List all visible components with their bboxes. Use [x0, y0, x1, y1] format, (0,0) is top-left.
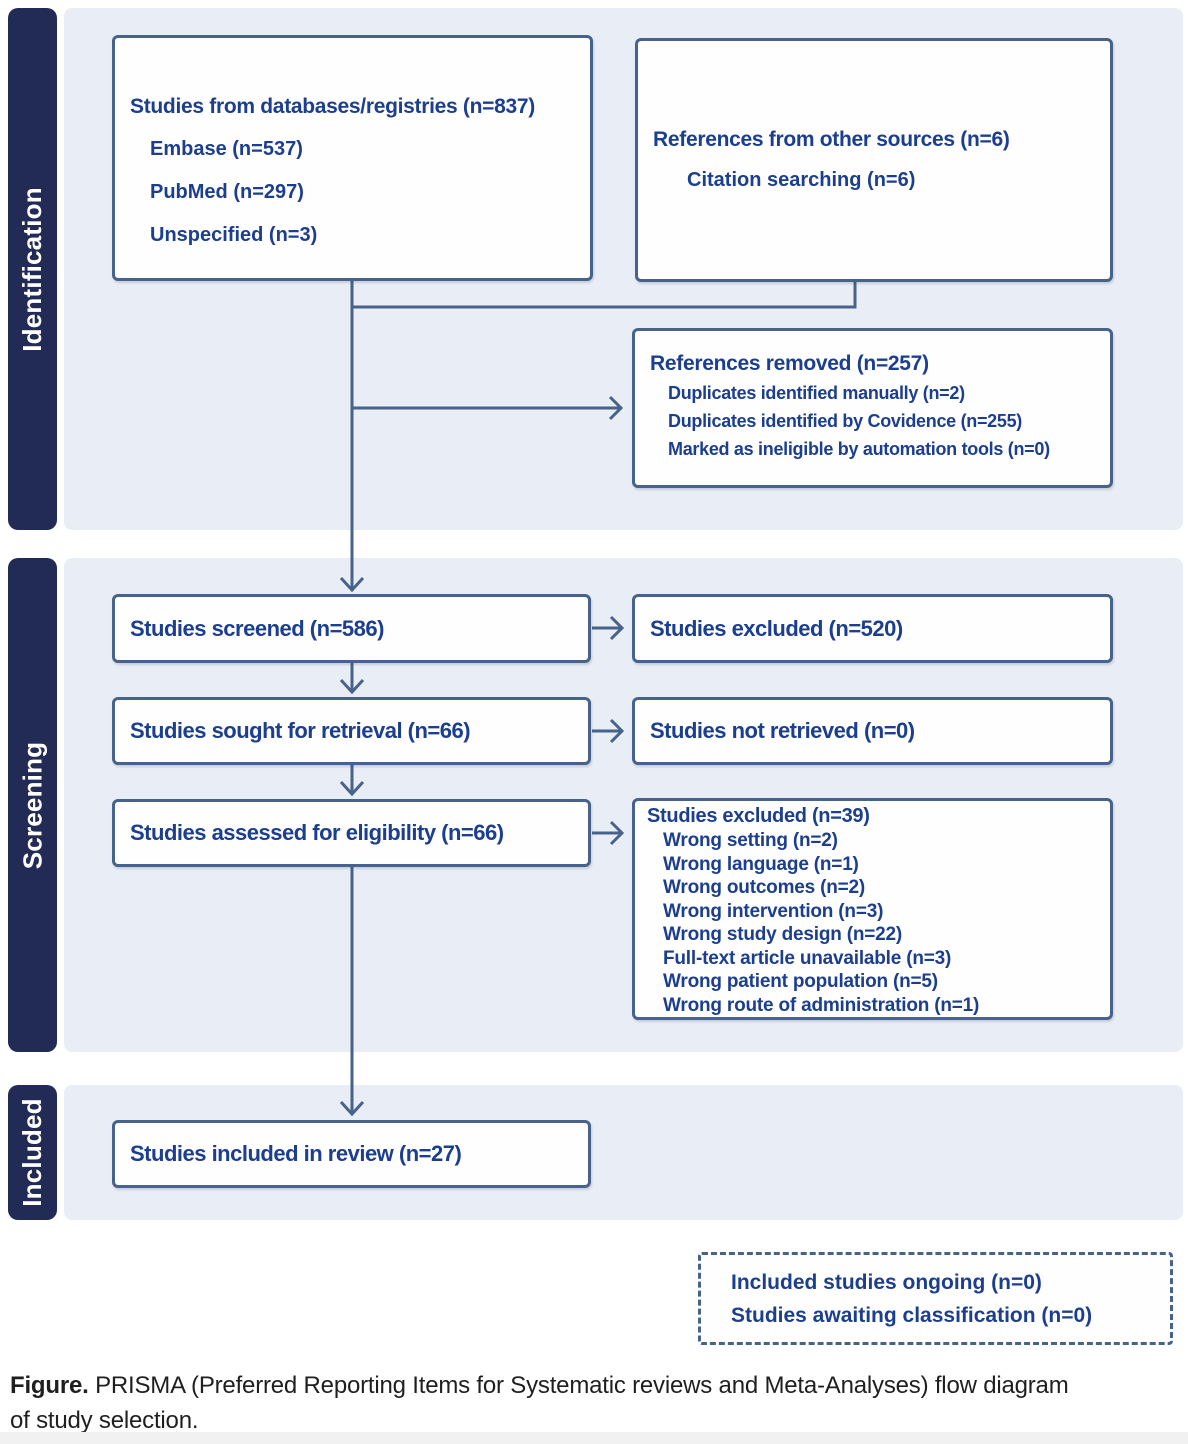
box-item: Full-text article unavailable (n=3) [663, 947, 952, 969]
caption-prefix: Figure. [10, 1372, 89, 1399]
sidebar-screening: Screening [8, 558, 57, 1052]
included-label: Included [17, 1098, 47, 1207]
box-item: Wrong outcomes (n=2) [663, 877, 866, 898]
box-title: References from other sources (n=6) [653, 128, 1010, 151]
caption-text: PRISMA (Preferred Reporting Items for Sy… [88, 1372, 1069, 1399]
awaiting-line: Studies awaiting classification (n=0) [731, 1303, 1093, 1327]
box-item: Wrong setting (n=2) [663, 830, 838, 851]
ongoing-line: Included studies ongoing (n=0) [731, 1270, 1042, 1294]
box-title: Studies from databases/registries (n=837… [130, 95, 535, 118]
box-title: Studies assessed for eligibility (n=66) [130, 820, 504, 845]
box-item: Wrong route of administration (n=1) [663, 994, 980, 1016]
box-item: Embase (n=537) [150, 138, 303, 160]
screening-label: Screening [17, 741, 48, 869]
box-item: Wrong intervention (n=3) [663, 900, 884, 922]
box-item: Wrong language (n=1) [663, 853, 859, 875]
box-studies-assessed-eligibility: Studies assessed for eligibility (n=66) [112, 799, 591, 867]
box-title: Studies excluded (n=520) [650, 615, 903, 641]
box-studies-included-review: Studies included in review (n=27) [112, 1120, 591, 1188]
figure-caption: Figure. PRISMA (Preferred Reporting Item… [10, 1368, 1186, 1438]
box-studies-sought-retrieval: Studies sought for retrieval (n=66) [112, 697, 591, 765]
box-title: Studies sought for retrieval (n=66) [130, 718, 471, 743]
box-item: Citation searching (n=6) [687, 169, 916, 191]
box-title: Studies screened (n=586) [130, 615, 384, 641]
box-item: Wrong patient population (n=5) [663, 971, 938, 992]
box-studies-screened: Studies screened (n=586) [112, 594, 591, 663]
caption-line-2: of study selection. [10, 1407, 199, 1434]
box-studies-not-retrieved: Studies not retrieved (n=0) [632, 697, 1113, 765]
box-studies-from-databases: Studies from databases/registries (n=837… [112, 35, 593, 281]
box-item: Wrong study design (n=22) [663, 924, 903, 945]
box-studies-excluded-39: Studies excluded (n=39) Wrong setting (n… [632, 798, 1113, 1020]
identification-label: Identification [17, 186, 48, 352]
box-item: Duplicates identified by Covidence (n=25… [668, 411, 1022, 431]
box-item: Marked as ineligible by automation tools… [668, 439, 1050, 459]
sidebar-identification: Identification [8, 8, 57, 530]
box-title: References removed (n=257) [650, 352, 929, 375]
box-title: Studies excluded (n=39) [647, 805, 870, 827]
box-title: Studies included in review (n=27) [130, 1141, 462, 1166]
caption-line-1: Figure. PRISMA (Preferred Reporting Item… [10, 1368, 1186, 1403]
box-item: PubMed (n=297) [150, 181, 304, 203]
page-bottom-strip [0, 1432, 1188, 1444]
box-studies-excluded-520: Studies excluded (n=520) [632, 594, 1113, 663]
box-ongoing-awaiting: Included studies ongoing (n=0) Studies a… [698, 1252, 1173, 1345]
box-item: Unspecified (n=3) [150, 224, 318, 246]
sidebar-included: Included [8, 1085, 57, 1220]
box-references-other-sources: References from other sources (n=6) Cita… [635, 38, 1113, 282]
box-item: Duplicates identified manually (n=2) [668, 383, 965, 403]
box-references-removed: References removed (n=257) Duplicates id… [632, 328, 1113, 488]
box-title: Studies not retrieved (n=0) [650, 718, 915, 743]
